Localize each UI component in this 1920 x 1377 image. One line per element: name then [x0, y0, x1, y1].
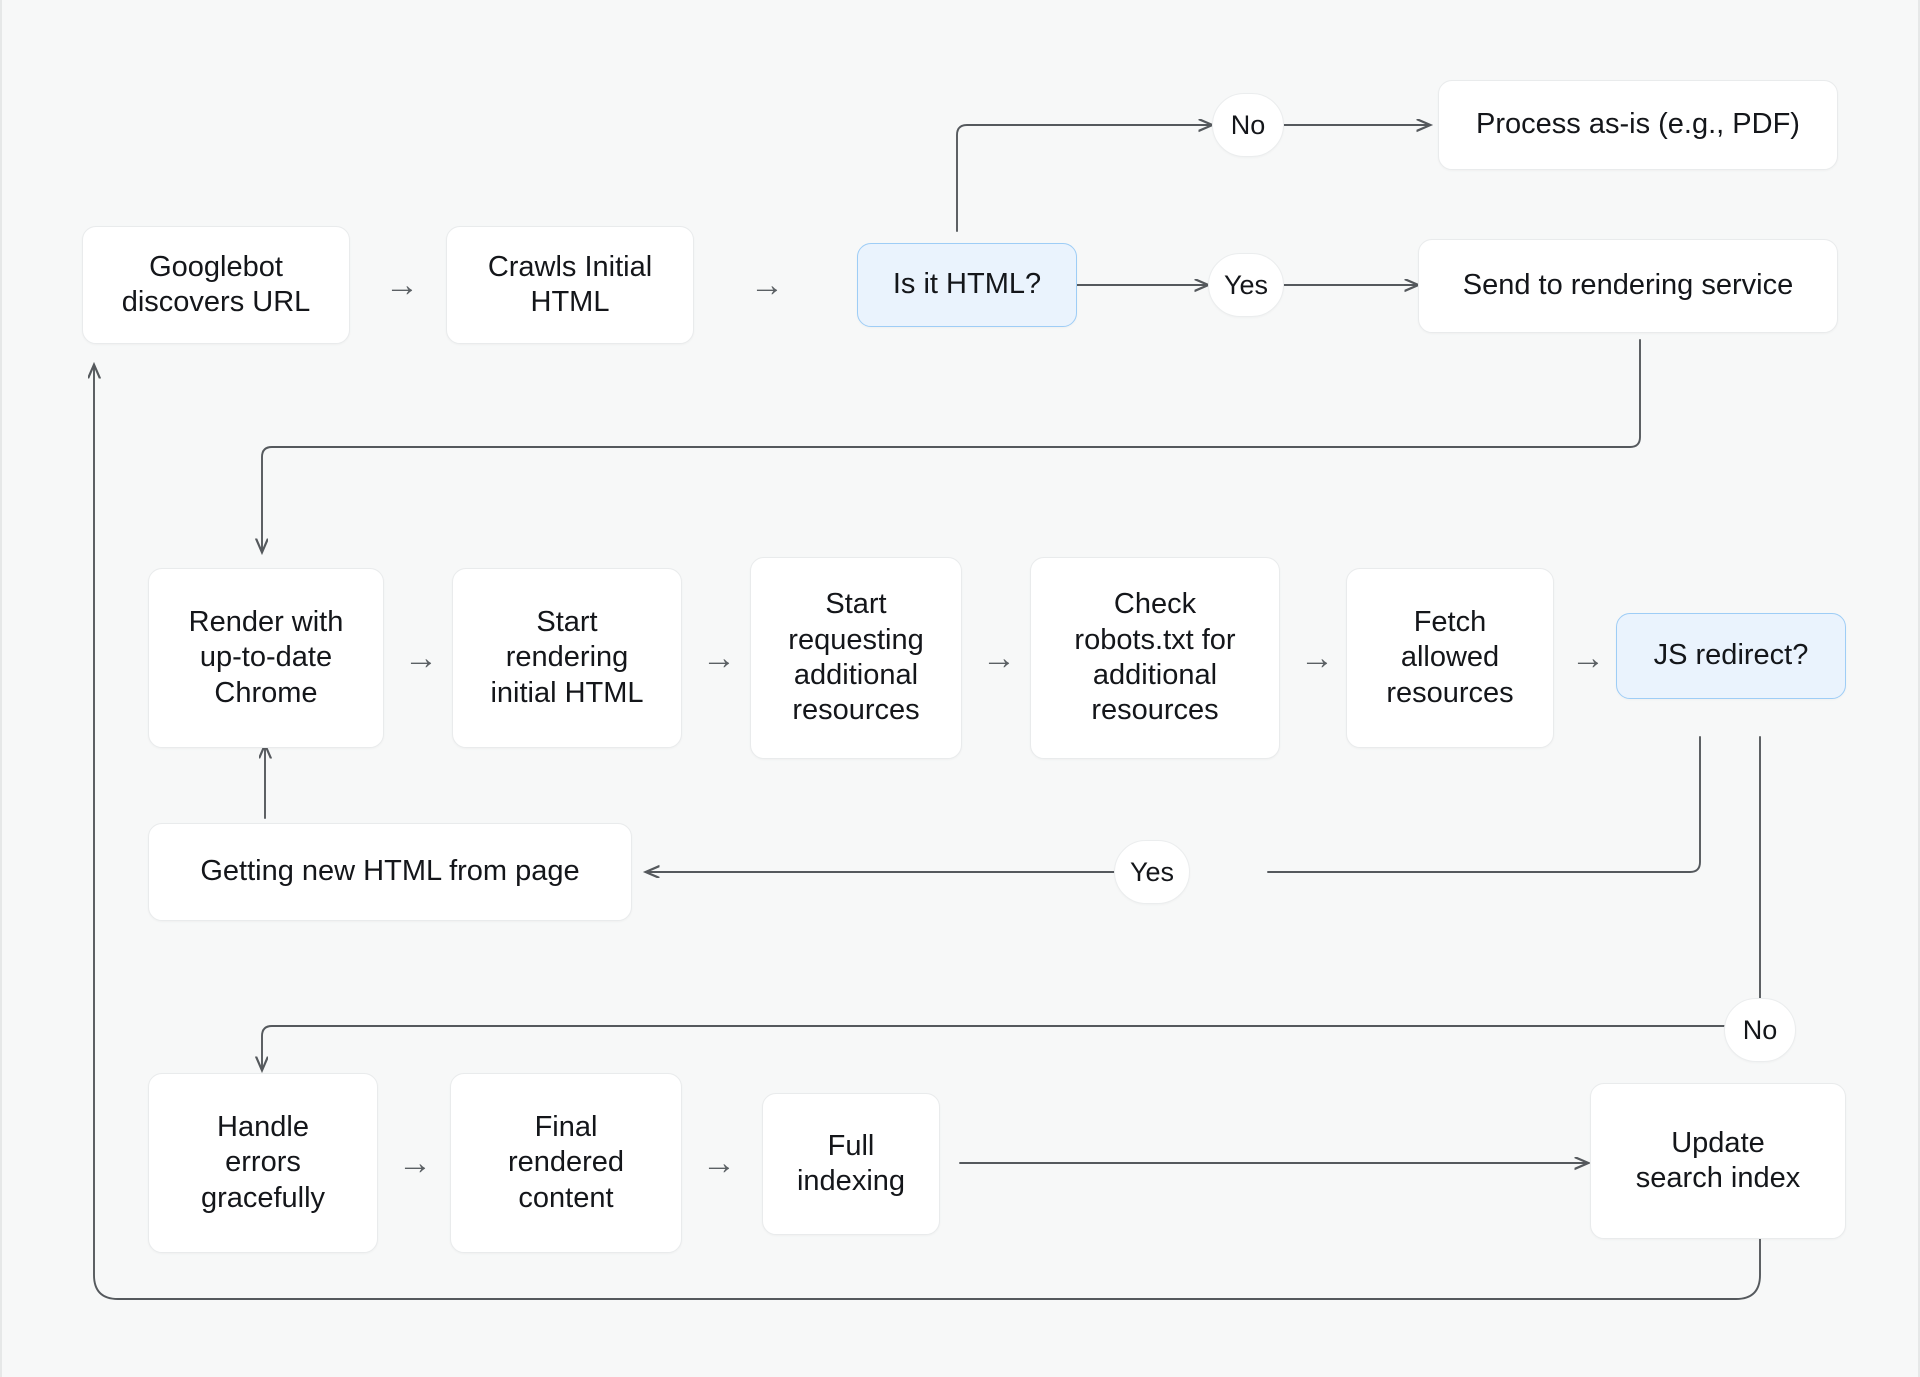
edge-label-js-redirect-yes: Yes — [1114, 840, 1190, 904]
edge-label-html-yes: Yes — [1208, 253, 1284, 317]
node-is-it-html[interactable]: Is it HTML? — [857, 243, 1077, 327]
edge-label-html-no: No — [1212, 93, 1284, 157]
arrow-startrequesting-to-checkrobots: → — [982, 639, 1016, 677]
page-left-edge — [0, 0, 2, 1377]
arrow-googlebot-to-crawls: → — [385, 266, 419, 304]
edge-ishtml-to-no — [956, 125, 1212, 232]
node-getting-new-html-from-page[interactable]: Getting new HTML from page — [148, 823, 632, 921]
edge-rendering-to-render — [262, 339, 1641, 552]
arrow-fetchallowed-to-jsredirect: → — [1571, 639, 1605, 677]
edge-label-js-redirect-no: No — [1724, 998, 1796, 1062]
page-right-edge — [1918, 0, 1920, 1377]
node-js-redirect[interactable]: JS redirect? — [1616, 613, 1846, 699]
node-process-as-is[interactable]: Process as-is (e.g., PDF) — [1438, 80, 1838, 170]
arrow-finalrendered-to-fullindexing: → — [702, 1144, 736, 1182]
node-send-to-rendering-service[interactable]: Send to rendering service — [1418, 239, 1838, 333]
arrow-handleerrors-to-finalrendered: → — [398, 1144, 432, 1182]
edge-no-to-handleerrors — [262, 1025, 1761, 1070]
arrow-checkrobots-to-fetchallowed: → — [1300, 639, 1334, 677]
edge-jsredirect-yes — [1267, 736, 1701, 873]
arrow-crawls-to-ishtml: → — [750, 266, 784, 304]
arrow-startrendering-to-startrequesting: → — [702, 639, 736, 677]
arrow-render-to-startrendering: → — [404, 639, 438, 677]
